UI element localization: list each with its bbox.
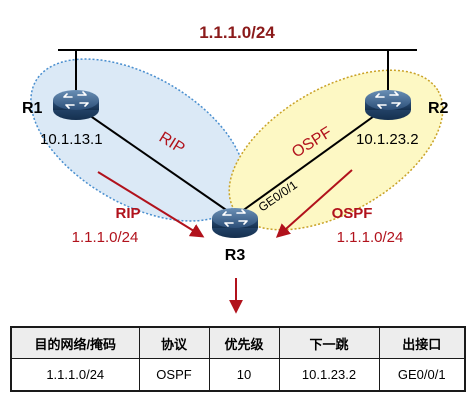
table-row: 1.1.1.0/24 OSPF 10 10.1.23.2 GE0/0/1: [10, 358, 466, 392]
cell-destination: 1.1.1.0/24: [10, 358, 140, 392]
header-interface: 出接口: [378, 326, 466, 359]
router-r3-icon[interactable]: [212, 208, 258, 238]
ospf-route-arrow: [275, 169, 353, 238]
r2-ip: 10.1.23.2: [356, 131, 419, 148]
r1-name: R1: [22, 100, 43, 117]
ospf-route-prefix: 1.1.1.0/24: [337, 229, 404, 246]
network-label: 1.1.1.0/24: [199, 23, 275, 42]
cell-next-hop: 10.1.23.2: [278, 358, 380, 392]
header-preference: 优先级: [208, 326, 280, 359]
cell-interface: GE0/0/1: [378, 358, 466, 392]
r2-name: R2: [428, 100, 449, 117]
link-r1-r3: [75, 105, 233, 215]
header-destination: 目的网络/掩码: [10, 326, 140, 359]
router-r1-icon[interactable]: [53, 90, 99, 120]
cell-preference: 10: [208, 358, 280, 392]
cell-protocol: OSPF: [138, 358, 210, 392]
rip-route-arrow: [97, 171, 205, 238]
ospf-route-protocol: OSPF: [332, 205, 373, 222]
routing-table: 目的网络/掩码 协议 优先级 下一跳 出接口 1.1.1.0/24 OSPF 1…: [10, 326, 466, 392]
link-r2-r3: [237, 105, 389, 215]
header-next-hop: 下一跳: [278, 326, 380, 359]
r1-ip: 10.1.13.1: [40, 131, 103, 148]
routing-table-header: 目的网络/掩码 协议 优先级 下一跳 出接口: [10, 326, 466, 359]
router-r2-icon[interactable]: [365, 90, 411, 120]
rip-route-prefix: 1.1.1.0/24: [72, 229, 139, 246]
rip-route-protocol: RIP: [115, 205, 140, 222]
r3-name: R3: [225, 247, 246, 264]
header-protocol: 协议: [138, 326, 210, 359]
